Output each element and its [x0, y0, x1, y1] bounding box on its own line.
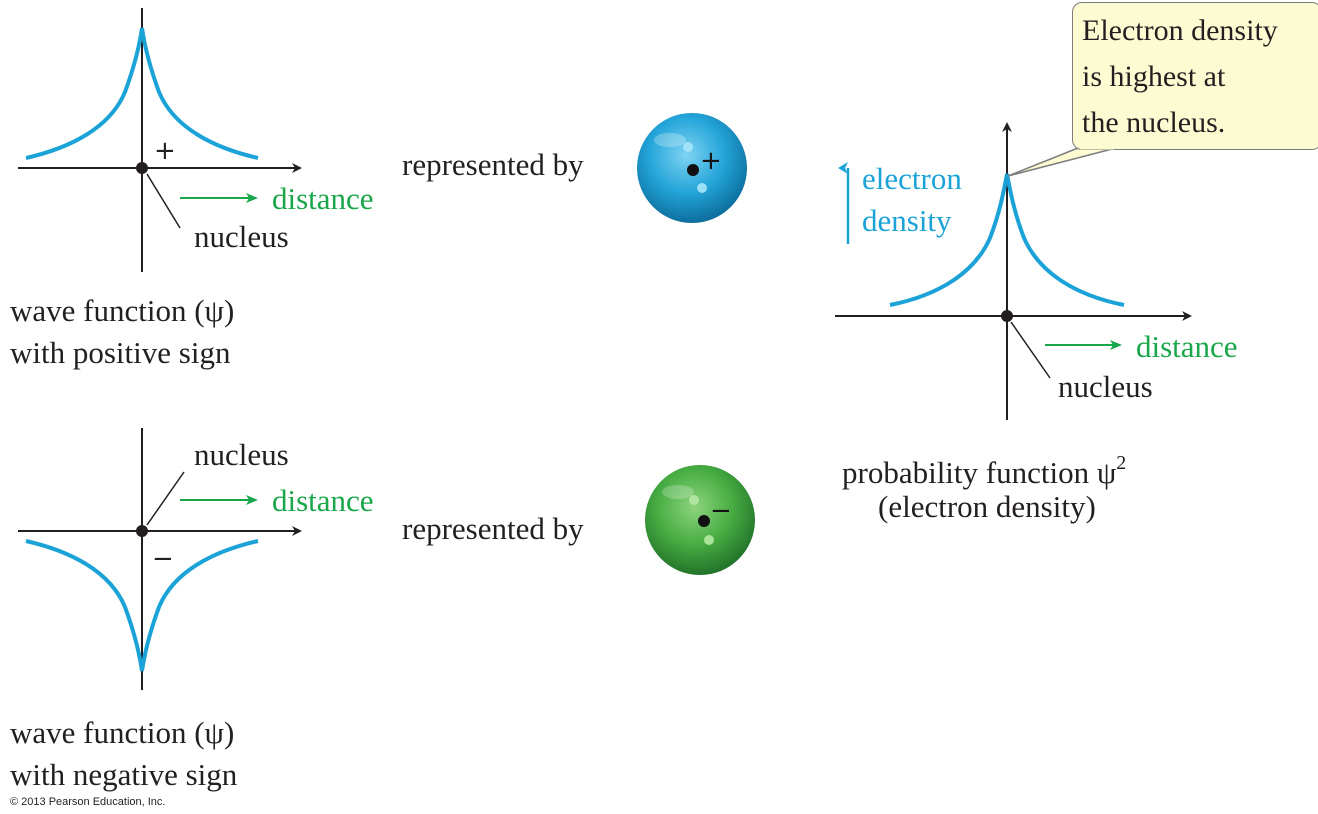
- negative-nucleus-dot: [136, 525, 148, 537]
- probability-density-curve: [889, 173, 1125, 307]
- probability-nucleus-dot: [1001, 310, 1013, 322]
- probability-caption-superscript: 2: [1116, 452, 1127, 474]
- probability-plot: [835, 122, 1192, 420]
- negative-represented-by: represented by: [402, 511, 584, 546]
- positive-represented-by: represented by: [402, 147, 584, 182]
- callout-box: [1072, 2, 1318, 150]
- positive-nucleus-dot: [136, 162, 148, 174]
- positive-wave-curve: [25, 27, 259, 160]
- positive-sign-label: +: [154, 136, 176, 166]
- positive-caption-line-1: wave function (ψ): [10, 293, 235, 328]
- positive-wave-plot: [18, 8, 302, 272]
- negative-nucleus-label: nucleus: [194, 437, 289, 472]
- probability-distance-label: distance: [1136, 329, 1238, 364]
- positive-sphere-nucleus: [687, 164, 699, 176]
- positive-orbital-sphere: [637, 113, 747, 223]
- negative-sign-label: −: [152, 544, 174, 574]
- copyright-notice: © 2013 Pearson Education, Inc.: [10, 796, 166, 808]
- negative-distance-label: distance: [272, 483, 374, 518]
- positive-sphere-sign: +: [700, 146, 722, 176]
- electron-density-label-line-2: density: [862, 203, 952, 238]
- probability-caption-line-2: (electron density): [878, 489, 1096, 524]
- callout-line-1: Electron density: [1082, 14, 1278, 47]
- negative-nucleus-leader: [146, 471, 185, 526]
- negative-wave-curve: [25, 539, 259, 672]
- negative-orbital-sphere: [645, 465, 755, 575]
- probability-nucleus-label: nucleus: [1058, 369, 1153, 404]
- electron-density-label-line-1: electron: [862, 161, 962, 196]
- positive-nucleus-label: nucleus: [194, 219, 289, 254]
- positive-caption-line-2: with positive sign: [10, 335, 231, 370]
- negative-sphere-sign: −: [710, 496, 732, 526]
- negative-sphere-nucleus: [698, 515, 710, 527]
- callout-text: Electron density is highest at the nucle…: [1082, 8, 1278, 146]
- positive-nucleus-leader: [146, 173, 181, 229]
- negative-wave-plot: [18, 428, 302, 690]
- negative-caption-line-2: with negative sign: [10, 757, 238, 792]
- positive-distance-label: distance: [272, 181, 374, 216]
- probability-caption-line-1: probability function ψ2: [842, 444, 1126, 492]
- callout-line-3: the nucleus.: [1082, 106, 1226, 139]
- negative-caption-line-1: wave function (ψ): [10, 715, 235, 750]
- probability-caption-text: probability function ψ: [842, 455, 1117, 490]
- probability-nucleus-leader: [1010, 321, 1051, 379]
- callout-line-2: is highest at: [1082, 60, 1226, 93]
